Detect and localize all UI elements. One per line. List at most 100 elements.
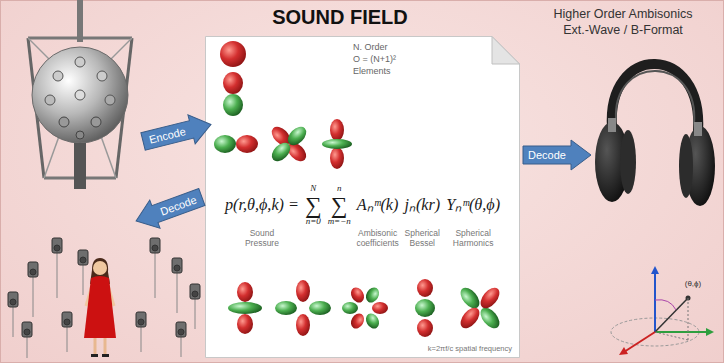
listener-figure: [84, 258, 116, 357]
formula-term: p(r,θ,ϕ,k) =: [225, 196, 299, 215]
formula-part: m=−n: [328, 217, 351, 227]
speaker-array: [8, 238, 200, 358]
annotation-label: (θ,ϕ): [666, 279, 720, 289]
block-arrow-outline: [131, 183, 207, 235]
speaker-array-part: [57, 253, 58, 298]
speaker-array-part: [28, 262, 38, 277]
speaker-array-part: [174, 265, 180, 271]
speaker-array-part: [155, 253, 156, 298]
text-holder: Ext.-Wave / B-Format: [526, 23, 720, 39]
speaker-array-part: [138, 319, 144, 325]
coordinate-system-part: [706, 328, 714, 336]
speaker-array-part: [78, 250, 88, 265]
speaker-array-part: [64, 319, 70, 325]
coordinate-system-part: [619, 347, 628, 355]
formula-part: Aₙᵐ(k): [357, 196, 399, 215]
harmonic-order-3-part: [237, 282, 253, 302]
text-holder: O = (N+1)²: [353, 54, 443, 64]
arrow-label: Encode: [141, 121, 194, 151]
order-note: N. Order: [353, 42, 443, 52]
listener-figure-part: [91, 354, 98, 357]
formula-part: n=0: [306, 217, 321, 227]
speaker-array-part: [52, 238, 62, 253]
harmonic-order-3-part: [477, 304, 503, 331]
microphone-part: [75, 57, 85, 67]
listener-figure-part: [93, 261, 107, 275]
headphones-part: [620, 130, 636, 194]
harmonic-order-1-part: [223, 94, 243, 116]
formula-part: N: [310, 184, 316, 194]
text-holder: N. Order: [353, 42, 443, 52]
speaker-array-part: [178, 329, 184, 335]
speaker-array-part: [83, 265, 84, 295]
headphones-part: [616, 71, 694, 124]
speaker-array-part: [22, 322, 32, 337]
harmonic-order-2-part: [268, 139, 293, 164]
formula-part: ∑: [331, 194, 348, 217]
harmonic-order-1: [214, 72, 258, 153]
speaker-array-part: [152, 245, 158, 251]
harmonic-order-0-part: [220, 41, 246, 67]
headphones: [595, 64, 715, 206]
block-arrow-outline: [523, 140, 591, 170]
term-caption: Spherical Harmonics: [446, 229, 500, 249]
formula-part: ∑: [305, 194, 322, 217]
harmonic-order-3-part: [415, 299, 435, 317]
formula-term: jₙ(kr): [404, 196, 440, 215]
headphones-part: [694, 122, 702, 136]
harmonic-order-3-part: [296, 314, 310, 336]
listener-figure-part: [104, 338, 107, 355]
speaker-array-part: [27, 337, 28, 358]
coordinate-system-part: [655, 331, 708, 333]
headphones-part: [612, 64, 699, 132]
text-holder: (θ,ϕ): [666, 279, 720, 289]
title: SOUND FIELD: [240, 6, 440, 29]
text-holder: SOUND FIELD: [240, 6, 440, 29]
annotation-label: Higher Order Ambisonics: [526, 7, 720, 23]
listener-figure-part: [94, 338, 97, 355]
coordinate-system-part: [654, 272, 656, 332]
microphone-part: [74, 143, 86, 189]
coordinate-system-part: [655, 332, 688, 340]
arrow-text-holder: Encode: [141, 121, 194, 151]
block-arrow: Decode: [523, 140, 591, 170]
formula-term: n∑m=−n: [328, 184, 351, 227]
footnote: k=2πf/c spatial frequency: [380, 344, 512, 353]
formula-row: p(r,θ,ϕ,k) =N∑n=0n∑m=−nAₙᵐ(k)jₙ(kr)Yₙᵐ(θ…: [222, 184, 503, 227]
microphone-part: [91, 117, 101, 127]
harmonic-order-1-part: [214, 135, 236, 153]
harmonic-order-3-part: [296, 280, 310, 302]
harmonic-order-3-part: [237, 314, 253, 334]
formula-term: N∑n=0: [305, 184, 322, 227]
headphones-part: [679, 134, 693, 198]
listener-figure-part: [84, 276, 116, 338]
microphone-part: [77, 0, 83, 42]
paper-sheet-part: [492, 37, 520, 65]
harmonic-order-2-part: [322, 139, 352, 149]
arrow-text-holder: Decode: [523, 146, 571, 164]
speaker-array-part: [181, 337, 182, 357]
arrow-label: Decode: [523, 146, 571, 164]
harmonic-order-3-part: [275, 301, 297, 315]
speaker-array-part: [10, 299, 16, 305]
harmonic-order-2-part: [330, 119, 344, 141]
term-caption: Ambisonic coefficients: [351, 229, 405, 249]
listener-figure-part: [102, 354, 109, 357]
paper-sheet-part: [206, 37, 520, 358]
order-note: Elements: [353, 66, 443, 76]
harmonic-order-2: [268, 119, 352, 169]
speaker-array-part: [54, 245, 60, 251]
speaker-array-part: [24, 329, 30, 335]
arrow-text-holder: Decode: [152, 189, 205, 223]
microphone-part: [45, 95, 55, 105]
formula-part: n: [337, 184, 342, 194]
speaker-array-part: [30, 269, 36, 275]
text-holder: k=2πf/c spatial frequency: [380, 344, 512, 353]
harmonic-order-3-part: [457, 304, 483, 331]
microphone-part: [32, 47, 128, 143]
text-holder: Ambisonic coefficients: [351, 229, 405, 249]
speaker-array-part: [136, 312, 146, 327]
annotation-label: Ext.-Wave / B-Format: [526, 23, 720, 39]
microphone: [28, 0, 132, 189]
speaker-array-part: [141, 327, 142, 352]
